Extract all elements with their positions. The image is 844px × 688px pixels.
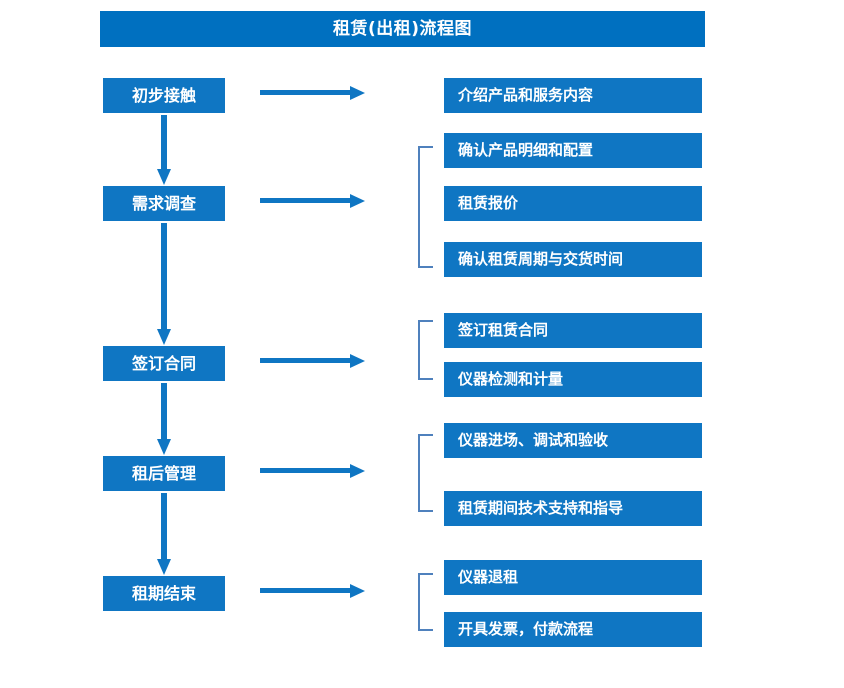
detail-label: 开具发票，付款流程 (458, 620, 594, 638)
stage-label: 初步接触 (131, 85, 196, 105)
page-title: 租赁(出租)流程图 (332, 18, 473, 39)
stage-label: 需求调查 (131, 193, 196, 213)
detail-label: 介绍产品和服务内容 (458, 86, 594, 104)
detail-label: 租赁期间技术支持和指导 (458, 499, 624, 517)
detail-box-technical-support[interactable]: 租赁期间技术支持和指导 (444, 491, 702, 526)
arrow-contact-to-survey (155, 115, 173, 185)
detail-label: 签订租赁合同 (458, 321, 549, 339)
detail-box-confirm-product-config[interactable]: 确认产品明细和配置 (444, 133, 702, 168)
arrow-to-intro (260, 86, 365, 100)
detail-label: 仪器检测和计量 (458, 370, 564, 388)
stage-box-initial-contact[interactable]: 初步接触 (103, 78, 225, 113)
bracket-end-group (417, 573, 433, 631)
detail-label: 确认租赁周期与交货时间 (458, 250, 624, 268)
flowchart-title-bar: 租赁(出租)流程图 (100, 11, 705, 47)
stage-box-lease-end[interactable]: 租期结束 (103, 576, 225, 611)
stage-box-post-rental-management[interactable]: 租后管理 (103, 456, 225, 491)
stage-label: 租后管理 (131, 463, 196, 483)
arrow-to-requirements (260, 194, 365, 208)
arrow-to-management (260, 464, 365, 478)
arrow-management-to-end (155, 493, 173, 575)
detail-box-introduce-products[interactable]: 介绍产品和服务内容 (444, 78, 702, 113)
stage-box-sign-contract[interactable]: 签订合同 (103, 346, 225, 381)
detail-box-instrument-inspection[interactable]: 仪器检测和计量 (444, 362, 702, 397)
detail-box-rental-quotation[interactable]: 租赁报价 (444, 186, 702, 221)
detail-box-instrument-entry-commissioning[interactable]: 仪器进场、调试和验收 (444, 423, 702, 458)
bracket-contract-group (417, 320, 433, 380)
stage-box-demand-survey[interactable]: 需求调查 (103, 186, 225, 221)
detail-label: 确认产品明细和配置 (458, 141, 594, 159)
detail-box-sign-rental-contract[interactable]: 签订租赁合同 (444, 313, 702, 348)
detail-box-invoice-payment[interactable]: 开具发票，付款流程 (444, 612, 702, 647)
stage-label: 签订合同 (131, 353, 196, 373)
detail-label: 租赁报价 (458, 194, 519, 212)
detail-label: 仪器退租 (458, 568, 519, 586)
detail-box-confirm-period-delivery[interactable]: 确认租赁周期与交货时间 (444, 242, 702, 277)
stage-label: 租期结束 (131, 583, 196, 603)
detail-label: 仪器进场、调试和验收 (458, 431, 609, 449)
arrow-to-contract (260, 354, 365, 368)
arrow-survey-to-contract (155, 223, 173, 345)
bracket-management-group (417, 434, 433, 512)
arrow-contract-to-management (155, 383, 173, 455)
detail-box-instrument-return[interactable]: 仪器退租 (444, 560, 702, 595)
bracket-requirements-group (417, 146, 433, 268)
arrow-to-end (260, 584, 365, 598)
